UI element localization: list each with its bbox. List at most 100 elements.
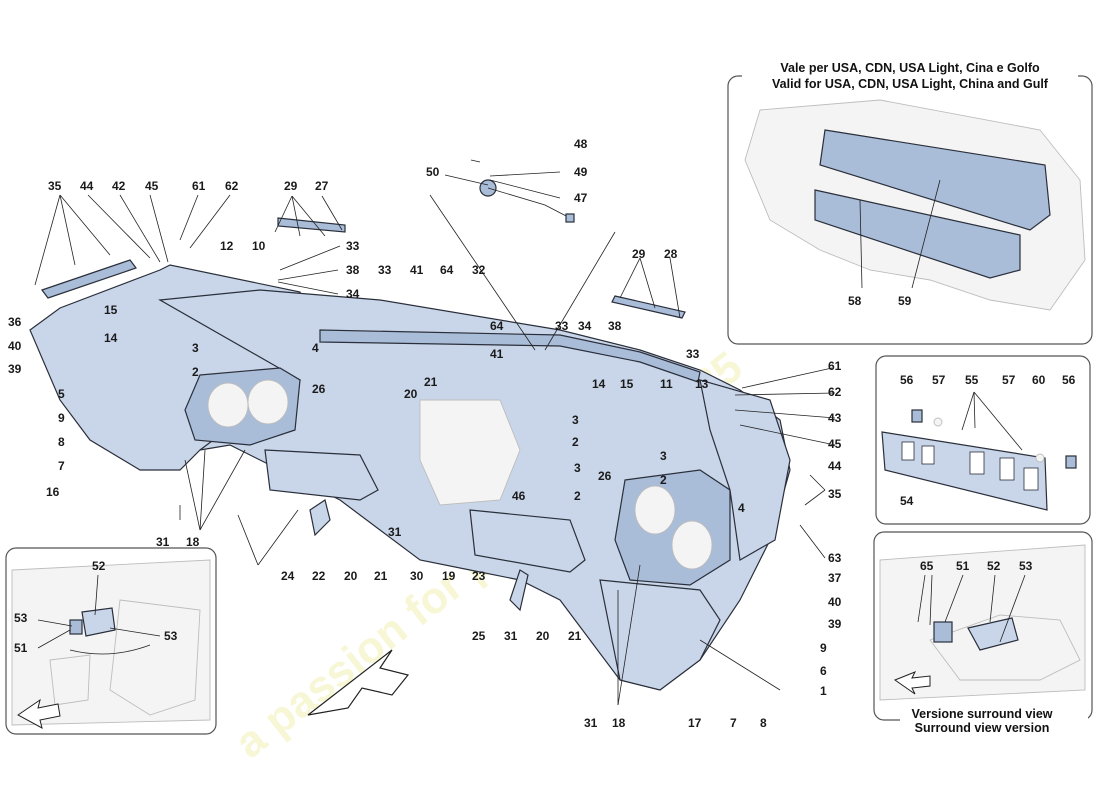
left-exhaust-pipe-2 [247,379,289,425]
camera-bracket-52 [81,607,116,637]
callout: 15 [104,303,118,317]
callout: 4 [312,341,319,355]
inset-caption-it: Vale per USA, CDN, USA Light, Cina e Gol… [780,61,1040,75]
callout: 33 [555,319,569,333]
callout: 31 [504,629,518,643]
camera-51 [933,621,953,643]
inset-callout: 60 [1032,373,1046,387]
inset-bg-part [929,614,1081,681]
callout: 27 [315,179,329,193]
callout: 34 [578,319,592,333]
callout: 40 [828,595,842,609]
main-bumper-assembly [29,179,791,691]
callout: 13 [695,377,709,391]
callout: 30 [410,569,424,583]
callout: 3 [574,461,581,475]
inset-caption-it: Versione surround view [911,707,1052,721]
callout: 35 [828,487,842,501]
bracket-slot [921,445,935,465]
callout: 12 [220,239,234,253]
right-side-panel [699,379,791,561]
clip-56-right [1065,455,1077,469]
callout: 14 [592,377,606,391]
callout: 61 [828,359,842,373]
bracket-slot [969,451,985,475]
bracket-29-27-left [277,217,346,233]
callout: 2 [660,473,667,487]
clip-56-left [911,409,923,423]
callout-labels: 35 44 42 45 61 62 29 27 12 10 33 38 34 3… [8,137,842,730]
callout: 3 [660,449,667,463]
callout: 10 [252,239,266,253]
callout: 5 [58,387,65,401]
callout: 2 [574,489,581,503]
callout: 15 [620,377,634,391]
callout: 41 [410,263,424,277]
bracket-slot [1023,467,1039,491]
callout: 28 [664,247,678,261]
callout: 29 [284,179,298,193]
nut-57-b [1035,453,1045,463]
callout: 21 [374,569,388,583]
callout: 20 [344,569,358,583]
bracket-29-28-right [611,295,686,319]
inset-callout: 51 [14,641,28,655]
callout: 7 [58,459,65,473]
impact-beam-upper [819,129,1051,231]
sensor-47 [479,179,575,223]
callout: 29 [632,247,646,261]
callout: 40 [8,339,22,353]
callout: 17 [688,716,702,730]
inset-callout: 58 [848,294,862,308]
callout: 9 [820,641,827,655]
right-exhaust-surround [614,469,731,586]
inset-callout: 57 [1002,373,1016,387]
callout: 2 [572,435,579,449]
right-lower-apron [599,579,721,691]
left-exhaust-pipe-1 [207,382,249,428]
callout: 6 [820,664,827,678]
inset-caption-bg [742,58,1078,94]
bumper-top-rim [319,329,701,383]
inset-surround-view: 65 51 52 53 Versione surround view Surro… [873,531,1093,736]
callout: 44 [828,459,842,473]
inset-callout: 52 [987,559,1001,573]
callout: 2 [192,365,199,379]
callout: 38 [346,263,360,277]
callout: 49 [574,165,588,179]
callout: 62 [225,179,239,193]
inset-callout: 53 [164,629,178,643]
callout: 63 [828,551,842,565]
inset-caption-bg [900,704,1088,736]
callout: 7 [730,716,737,730]
callout: 8 [58,435,65,449]
callout: 33 [686,347,700,361]
callout: 36 [8,315,22,329]
inset-camera-detail: 52 53 53 51 [5,547,217,735]
callout: 26 [598,469,612,483]
callout: 64 [490,319,504,333]
inset-bg-part-2 [49,654,91,706]
bracket-24 [309,499,331,537]
camera-51 [69,619,83,635]
callout: 9 [58,411,65,425]
callout: 20 [536,629,550,643]
callout: 37 [828,571,842,585]
inset-callout: 56 [1062,373,1076,387]
inset-caption-en: Valid for USA, CDN, USA Light, China and… [772,77,1049,91]
callout: 18 [612,716,626,730]
callout: 33 [378,263,392,277]
bracket-35 [41,259,137,299]
camera-bracket-52 [967,617,1019,651]
callout: 31 [584,716,598,730]
inset-callout: 52 [92,559,106,573]
callout: 8 [760,716,767,730]
callout: 64 [440,263,454,277]
callout: 39 [828,617,842,631]
callout: 32 [472,263,486,277]
inset-callout: 53 [1019,559,1033,573]
inset-callout: 56 [900,373,914,387]
callout: 31 [156,535,170,549]
right-grille-strip [469,509,586,573]
